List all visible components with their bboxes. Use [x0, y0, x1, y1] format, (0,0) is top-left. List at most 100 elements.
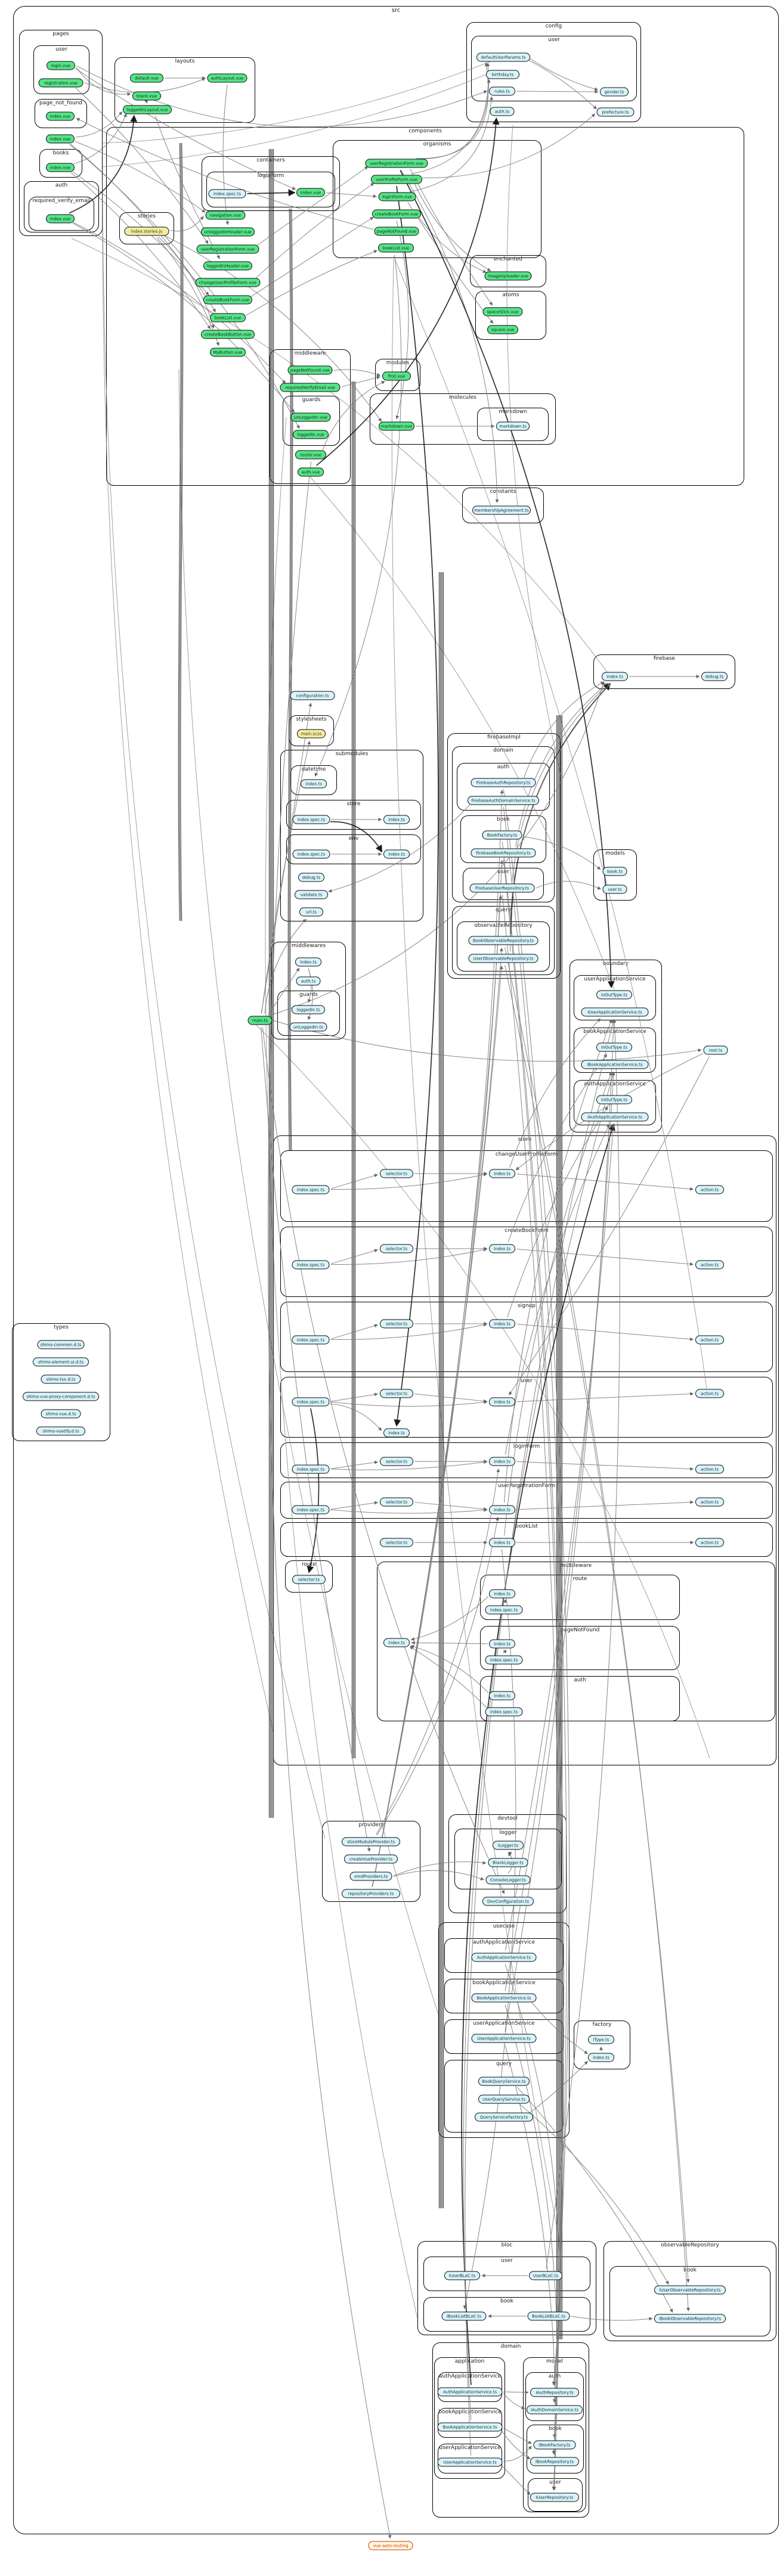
cluster-label-st-route: route: [302, 1562, 316, 1568]
node-dm_iur: IUserRepository.ts: [530, 2493, 579, 2502]
node-mod_first: first.vue: [382, 371, 411, 381]
cluster-types: [12, 1323, 110, 1441]
cluster-required-verify-email: [29, 197, 94, 231]
node-m_mdts: markdown.ts: [496, 421, 530, 431]
node-dm_ibf: IBookFactory.ts: [533, 2440, 576, 2450]
node-dl_c: ConsoleLogger.ts: [485, 1875, 531, 1885]
cluster-label-layouts: layouts: [175, 58, 195, 64]
node-p_books: index.vue: [46, 163, 75, 172]
node-da_u: UserApplicationService.ts: [437, 2457, 503, 2467]
node-dm_iads: IAuthDomainService.ts: [527, 2405, 583, 2414]
node-a_sq: square.vue: [487, 325, 518, 334]
node-fb_dbg: debug.ts: [701, 672, 728, 681]
cluster-models: [593, 849, 637, 901]
node-m_md: markdown.vue: [379, 421, 414, 431]
node-p_rve: index.vue: [46, 214, 75, 224]
cluster-pages-books: [39, 149, 82, 178]
node-bl_iu: IUserBLoC.ts: [444, 2271, 480, 2280]
node-mws_auth: auth.ts: [296, 976, 321, 986]
node-p_pnf: index.vue: [46, 111, 75, 121]
node-s_cbf_act: action.ts: [695, 1260, 724, 1270]
cluster-label-guards: guards: [302, 397, 321, 403]
cluster-label-bloc-user: user: [501, 2258, 513, 2264]
cluster-devtool: [448, 1814, 567, 1913]
node-cm_cupf: changeUserProfileForm.vue: [195, 278, 261, 287]
node-s_lg_spec: index.spec.ts: [292, 1464, 330, 1474]
cluster-atoms: [475, 291, 546, 340]
node-fa_rep: FirebaseAuthRepository.ts: [471, 778, 536, 787]
node-s_cbf_sel: selector.ts: [380, 1244, 413, 1253]
cluster-submodules-store: [286, 800, 421, 830]
cluster-uc-bookapplicationservice: [444, 1979, 564, 2013]
node-s_sg_act: action.ts: [695, 1335, 724, 1345]
node-s_lg_act: action.ts: [695, 1464, 724, 1474]
cluster-label-st-changeuserprofileform: changeUserProfileForm: [495, 1152, 558, 1157]
cluster-domain: [432, 2342, 589, 2518]
node-bl_u: UserBLoC.ts: [529, 2271, 562, 2280]
node-s_bl_idx: index.ts: [489, 1538, 515, 1547]
cluster-containers: [202, 156, 340, 211]
cluster-label-bloc: bloc: [501, 2242, 513, 2248]
node-s_ur_sel: selector.ts: [380, 1497, 413, 1507]
cluster-label-submodules-store: store: [346, 801, 361, 807]
node-s_ur_spec: index.spec.ts: [292, 1505, 330, 1514]
node-s_rt_sel: selector.ts: [292, 1575, 326, 1584]
node-uq_u: UserQueryService.ts: [478, 2094, 530, 2104]
node-t4: shims-vue-proxy-component.d.ts: [23, 1392, 99, 1401]
node-a_ss: spaceStick.vue: [482, 307, 523, 316]
node-s_ur_idx: index.ts: [489, 1505, 515, 1514]
cluster-label-page-not-found: page_not_found: [39, 100, 83, 106]
node-s_sg_idx: index.ts: [489, 1319, 515, 1329]
node-cf_pref: prefecture.ts: [596, 107, 635, 117]
node-cf_bd: birthday.ts: [486, 70, 519, 79]
cluster-boundary: [570, 960, 662, 1132]
cluster-label-st-mw-pagenotfound: pageNotFound: [560, 1627, 600, 1633]
node-su_val: validate.ts: [295, 890, 328, 899]
node-cm_bl: bookList.vue: [210, 313, 246, 322]
cluster-logger: [454, 1829, 562, 1889]
node-o_pnf: pageNotFound.vue: [374, 226, 419, 236]
cluster-fi-observablerepository: [457, 921, 550, 972]
node-s_bl_sel: selector.ts: [380, 1538, 413, 1547]
node-bl_ib: IBookListBLoC.ts: [441, 2311, 487, 2321]
node-l_blank: blank.vue: [132, 91, 161, 101]
cluster-label-obs-book: book: [683, 2267, 697, 2273]
node-t5: shims-vue.d.ts: [41, 1409, 81, 1419]
cluster-st-createbookform: [280, 1227, 773, 1297]
node-fb_fac: BookFactory.ts: [482, 830, 522, 840]
cluster-label-types: types: [54, 1324, 69, 1330]
node-cf_rules: rules.ts: [489, 86, 515, 96]
cluster-label-st-mw-auth: auth: [574, 1677, 586, 1683]
node-mo_book: book.ts: [602, 867, 627, 876]
node-fb_idx: index.ts: [602, 672, 628, 681]
node-da_b: BookApplicationService.ts: [437, 2422, 503, 2432]
cluster-label-containers-loginform: loginForm: [257, 173, 284, 179]
node-p_reg: registration.vue: [38, 78, 83, 88]
node-cm_cbf: createBookForm.vue: [203, 295, 252, 305]
cluster-label-uc-query: query: [496, 2061, 512, 2067]
node-dl_b: BlankLogger.ts: [488, 1858, 528, 1867]
node-ss_idx: index.ts: [383, 815, 410, 824]
node-s_bl_act: action.ts: [695, 1538, 724, 1547]
node-cm_cbb: createBookButton.vue: [201, 330, 255, 339]
cluster-label-enchanted: enchanted: [494, 256, 522, 262]
cluster-page-not-found: [35, 99, 87, 128]
cluster-label-pages: pages: [52, 31, 69, 37]
node-o_urf: userRegistrationForm.vue: [365, 159, 428, 168]
cluster-uc-authapplicationservice: [444, 1938, 564, 1973]
cluster-label-fi-query: query: [496, 907, 511, 913]
node-s_cupf_spec: index.spec.ts: [292, 1185, 330, 1194]
cluster-firebase: [593, 654, 735, 689]
cluster-layouts: [114, 57, 255, 123]
cluster-middleware: [270, 349, 351, 484]
node-s_cbf_idx: index.ts: [489, 1244, 515, 1253]
node-cf_gender: gender.ts: [600, 87, 629, 97]
node-s_sg_sel: selector.ts: [380, 1319, 413, 1329]
node-bl_b: BookListBLoC.ts: [527, 2311, 570, 2321]
node-mo_user: user.ts: [602, 884, 627, 894]
cluster-st-route: [285, 1560, 333, 1593]
cluster-fi-auth: [457, 763, 550, 811]
cluster-label-d-userapplicationservice: userApplicationService: [439, 2445, 501, 2451]
cluster-label-containers: containers: [256, 157, 285, 163]
cluster-label-st-userregistrationform: userRegistrationForm: [497, 1483, 556, 1489]
